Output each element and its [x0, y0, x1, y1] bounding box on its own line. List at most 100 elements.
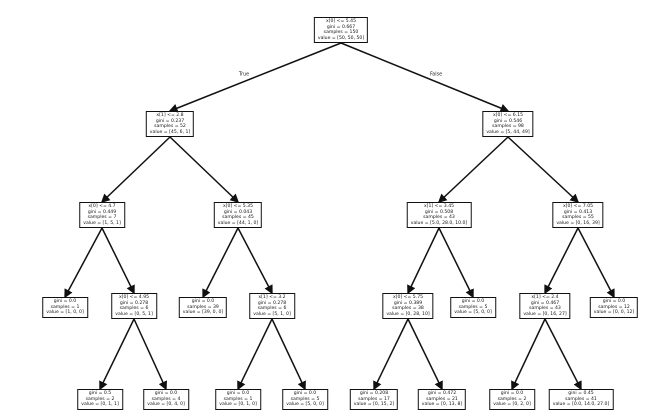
node-text-line: gini = 0.449: [87, 209, 117, 215]
tree-edge-n6-n13: [544, 227, 579, 295]
node-text-line: samples = 5: [290, 396, 320, 402]
node-text-line: gini = 0.467: [530, 300, 560, 306]
node-text-line: value = [0, 4, 0]: [147, 402, 185, 408]
tree-edge-n2-n5: [437, 136, 509, 204]
node-text-line: value = [5, 0, 0]: [454, 310, 492, 316]
node-text-line: x[0] <= 5.35: [222, 204, 254, 209]
tree-edge-n1-n4: [169, 136, 240, 204]
node-text-line: value = [0, 0, 12]: [593, 310, 635, 316]
node-text-line: gini = 0.0: [602, 299, 626, 304]
tree-edge-n3-n7: [64, 227, 103, 299]
node-text-line: gini = 0.45: [568, 391, 594, 396]
node-text-line: samples = 5: [458, 304, 488, 310]
node-text-line: gini = 0.546: [493, 118, 523, 124]
node-text-line: x[0] <= 5.75: [392, 295, 424, 300]
node-text-line: samples = 17: [358, 396, 390, 402]
node-text-line: gini = 0.278: [257, 300, 287, 306]
tree-edge-n8-n15: [99, 318, 135, 391]
node-text-line: gini = 0.413: [563, 209, 593, 215]
node-text-line: gini = 0.208: [359, 391, 389, 396]
node-text-line: samples = 1: [50, 304, 80, 310]
node-text-line: samples = 38: [392, 306, 424, 312]
node-text-line: value = [0, 16, 27]: [523, 311, 567, 317]
node-text-line: samples = 41: [565, 396, 597, 402]
node-text-line: value = [0, 28, 10]: [386, 311, 430, 317]
node-text-line: value = [39, 0, 0]: [182, 310, 224, 316]
tree-edge-n6-n14: [577, 227, 615, 299]
node-text-line: gini = 0.5: [88, 391, 112, 396]
node-text-line: gini = 0.389: [393, 300, 423, 306]
node-text-line: samples = 7: [87, 215, 117, 221]
node-text-line: samples = 6: [257, 306, 287, 312]
node-text-line: samples = 98: [492, 124, 524, 130]
tree-edge-n0-n1: [168, 42, 342, 113]
node-text-line: samples = 39: [187, 304, 219, 310]
node-text-line: gini = 0.0: [500, 391, 524, 396]
node-text-line: value = [45, 6, 1]: [149, 129, 191, 135]
node-text-line: value = [0, 2, 0]: [493, 402, 531, 408]
node-text-line: value = [0, 16, 39]: [556, 220, 600, 226]
node-text-line: samples = 1: [223, 396, 253, 402]
tree-edge-n2-n6: [507, 136, 580, 204]
node-text-line: samples = 6: [119, 306, 149, 312]
node-text-line: gini = 0.0: [53, 299, 77, 304]
node-text-line: x[1] <= 2.8: [156, 113, 184, 118]
node-text-line: value = [5.0, 28.0, 10.0]: [410, 220, 468, 226]
node-text-line: value = [1, 0, 0]: [46, 310, 84, 316]
edge-label-true: True: [238, 72, 250, 78]
node-text-line: gini = 0.472: [427, 391, 457, 396]
node-text-line: samples = 150: [323, 30, 359, 36]
node-text-line: value = [0, 13, 8]: [421, 402, 463, 408]
node-text-line: samples = 45: [222, 215, 254, 221]
tree-edge-n4-n10: [237, 227, 273, 295]
node-text-line: value = [5, 1, 0]: [253, 311, 291, 317]
node-text-line: samples = 55: [562, 215, 594, 221]
node-text-line: samples = 2: [497, 396, 527, 402]
node-text-line: gini = 0.0: [461, 299, 485, 304]
node-text-line: x[1] <= 2.4: [531, 295, 559, 300]
node-text-line: value = [0, 5, 1]: [115, 311, 153, 317]
node-text-line: samples = 43: [529, 306, 561, 312]
node-text-line: gini = 0.278: [119, 300, 149, 306]
tree-edge-n4-n9: [202, 227, 239, 299]
node-text-line: gini = 0.508: [424, 209, 454, 215]
node-text-line: value = [50, 50, 50]: [317, 35, 365, 41]
node-text-line: value = [5, 0, 0]: [286, 402, 324, 408]
node-text-line: value = [0.0, 14.0, 27.0]: [552, 402, 610, 408]
node-text-line: value = [0, 1, 1]: [81, 402, 119, 408]
node-text-line: value = [0, 15, 2]: [353, 402, 395, 408]
tree-edge-n5-n12: [438, 227, 474, 299]
node-text-line: samples = 52: [154, 124, 186, 130]
node-text-line: samples = 21: [426, 396, 458, 402]
tree-edge-n0-n2: [340, 42, 510, 113]
node-text-line: x[1] <= 3.2: [258, 295, 286, 300]
node-text-line: value = [44, 1, 0]: [217, 220, 259, 226]
node-text-line: x[0] <= 4.95: [118, 295, 150, 300]
node-text-line: gini = 0.0: [293, 391, 317, 396]
node-text-line: samples = 43: [423, 215, 455, 221]
node-text-line: samples = 4: [151, 396, 181, 402]
tree-edge-n10-n18: [271, 318, 306, 391]
node-text-line: x[0] <= 5.45: [325, 19, 357, 24]
